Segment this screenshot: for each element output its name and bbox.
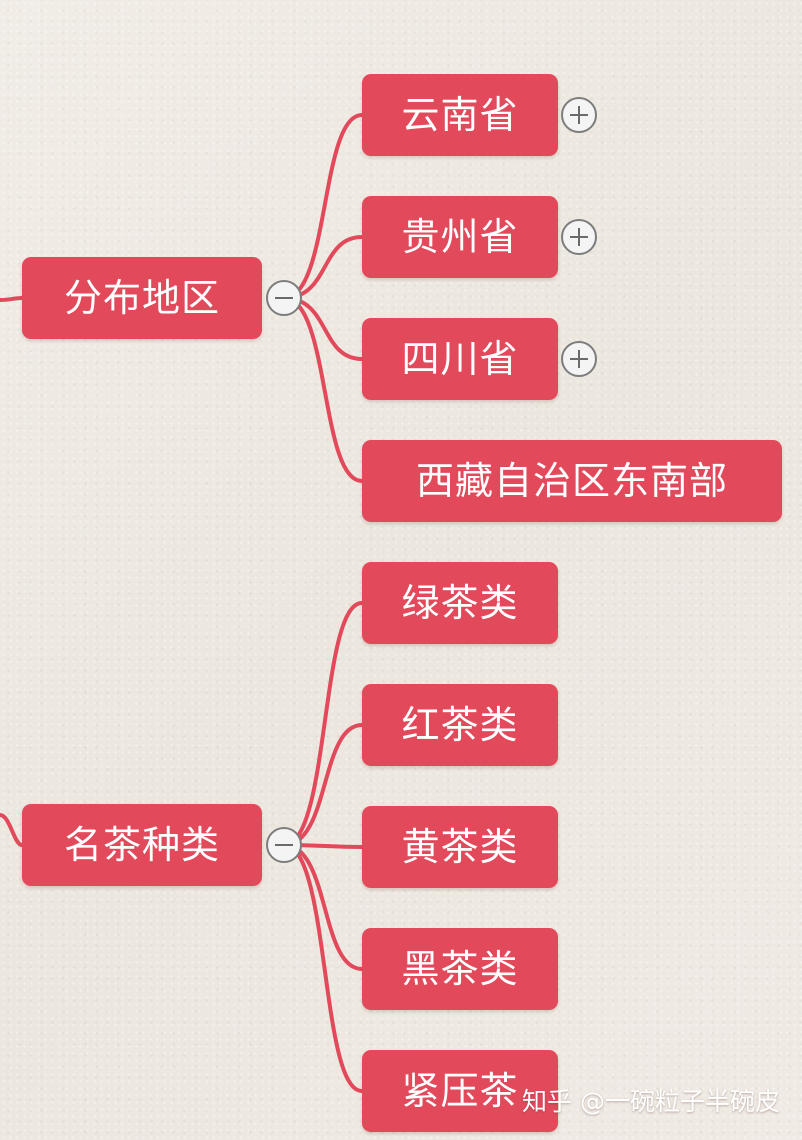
node-yellow-tea[interactable]: 黄茶类 [362,806,558,888]
node-label: 分布地区 [63,276,220,320]
node-label: 西藏自治区东南部 [415,459,728,503]
plus-icon-vertical [578,106,580,124]
minus-icon [275,297,293,299]
node-label: 紧压茶 [401,1069,519,1113]
node-label: 红茶类 [401,703,519,747]
node-tibet-southeast[interactable]: 西藏自治区东南部 [362,440,782,522]
node-label: 四川省 [401,337,519,381]
node-compressed-tea[interactable]: 紧压茶 [362,1050,558,1132]
node-label: 黄茶类 [401,825,519,869]
node-label: 黑茶类 [401,947,519,991]
expand-toggle-icon[interactable] [561,97,597,133]
expand-toggle-icon[interactable] [561,219,597,255]
node-guizhou[interactable]: 贵州省 [362,196,558,278]
connector-green-tea [282,601,364,847]
collapse-toggle-icon[interactable] [266,280,302,316]
collapse-toggle-icon[interactable] [266,827,302,863]
expand-toggle-icon[interactable] [561,341,597,377]
node-label: 贵州省 [401,215,519,259]
node-dark-tea[interactable]: 黑茶类 [362,928,558,1010]
node-distribution-region[interactable]: 分布地区 [22,257,262,339]
root-connector-distribution [0,296,24,302]
node-sichuan[interactable]: 四川省 [362,318,558,400]
node-black-tea[interactable]: 红茶类 [362,684,558,766]
root-connector-varieties [0,813,24,847]
node-green-tea[interactable]: 绿茶类 [362,562,558,644]
watermark: 知乎 @一碗粒子半碗皮 [522,1087,780,1116]
plus-icon-vertical [578,228,580,246]
node-label: 名茶种类 [63,823,220,867]
connector-compressed-tea [282,843,364,1093]
plus-icon-vertical [578,350,580,368]
node-label: 云南省 [401,93,519,137]
minus-icon [275,844,293,846]
node-famous-tea-types[interactable]: 名茶种类 [22,804,262,886]
node-yunnan[interactable]: 云南省 [362,74,558,156]
node-label: 绿茶类 [401,581,519,625]
